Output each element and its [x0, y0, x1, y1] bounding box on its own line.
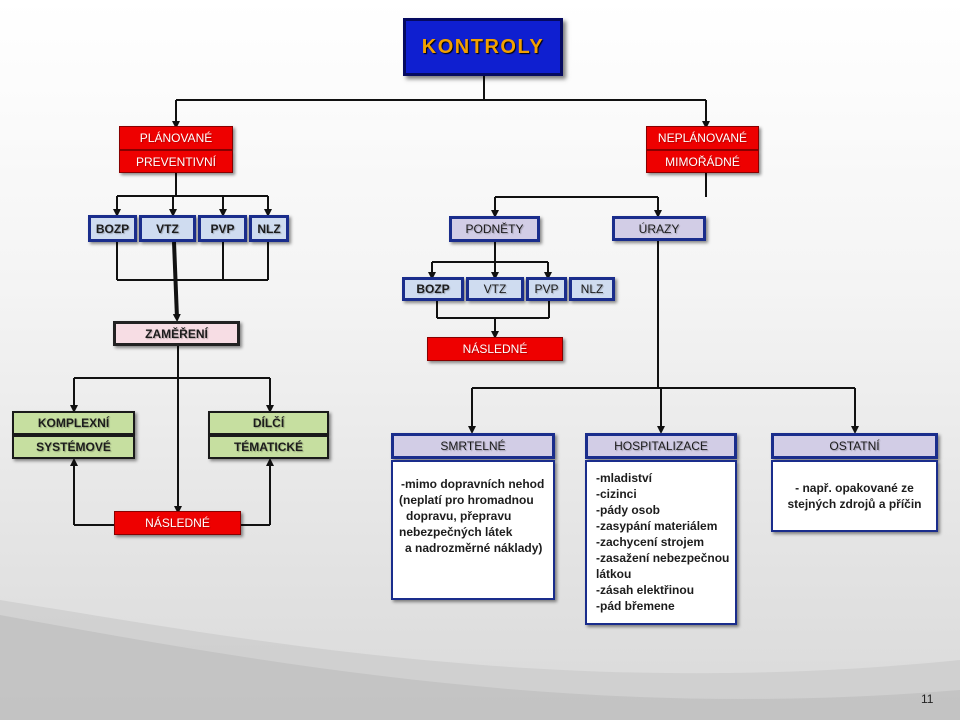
- ostatni-header-label: OSTATNÍ: [829, 439, 880, 453]
- smrtelne-line: a nadrozměrné náklady): [405, 541, 543, 555]
- unplanned-label-1: NEPLÁNOVANÉ: [657, 131, 748, 145]
- tab2-pvp: PVP: [526, 277, 567, 301]
- planned-box-line1: PLÁNOVANÉ: [119, 126, 233, 150]
- dilci-box-line1: DÍLČÍ: [208, 411, 329, 435]
- ostatni-panel: - např. opakované ze stejných zdrojů a p…: [771, 460, 938, 532]
- page-number: 11: [921, 692, 934, 706]
- unplanned-box-line1: NEPLÁNOVANÉ: [646, 126, 759, 150]
- zamereni-box: ZAMĚŘENÍ: [113, 321, 240, 346]
- hospitalizace-line: -zasypání materiálem: [596, 519, 718, 533]
- komplexni-box-line1: KOMPLEXNÍ: [12, 411, 135, 435]
- komplexni-label-1: KOMPLEXNÍ: [37, 416, 110, 430]
- tab-pvp-label: PVP: [210, 221, 235, 236]
- tab-vtz: VTZ: [139, 215, 196, 242]
- zamereni-label: ZAMĚŘENÍ: [145, 326, 208, 341]
- dilci-label-1: DÍLČÍ: [252, 416, 285, 430]
- tab2-vtz-label: VTZ: [483, 282, 507, 296]
- title-text: KONTROLY: [421, 35, 545, 58]
- hospitalizace-line: -pády osob: [596, 503, 661, 517]
- tab-nlz: NLZ: [249, 215, 289, 242]
- nasledne-top-box: NÁSLEDNÉ: [427, 337, 563, 361]
- tab2-vtz: VTZ: [466, 277, 524, 301]
- hospitalizace-line: -zasažení nebezpečnou: [596, 551, 730, 565]
- hospitalizace-header-label: HOSPITALIZACE: [614, 439, 708, 453]
- podnety-label: PODNĚTY: [465, 222, 524, 236]
- dilci-label-2: TÉMATICKÉ: [233, 440, 304, 454]
- nasledne-bottom-label: NÁSLEDNÉ: [145, 516, 210, 530]
- ostatni-line: - např. opakované ze: [795, 481, 914, 495]
- nasledne-top-label: NÁSLEDNÉ: [462, 342, 528, 356]
- hospitalizace-line: -cizinci: [596, 487, 637, 501]
- hospitalizace-line: -zachycení strojem: [596, 535, 705, 549]
- hospitalizace-line: -mladiství: [596, 471, 653, 485]
- tab2-nlz-label: NLZ: [580, 282, 604, 296]
- tab-pvp: PVP: [198, 215, 247, 242]
- planned-box-line2: PREVENTIVNÍ: [119, 150, 233, 173]
- tab2-nlz: NLZ: [569, 277, 615, 301]
- hospitalizace-header: HOSPITALIZACE: [585, 433, 737, 459]
- tab-nlz-label: NLZ: [257, 221, 281, 236]
- urazy-box: ÚRAZY: [612, 216, 706, 241]
- smrtelne-line: -mimo dopravních nehod: [401, 477, 545, 491]
- smrtelne-line: dopravu, přepravu: [406, 509, 512, 523]
- komplexni-label-2: SYSTÉMOVÉ: [36, 440, 111, 454]
- unplanned-label-2: MIMOŘÁDNÉ: [665, 154, 740, 169]
- urazy-label: ÚRAZY: [638, 221, 680, 236]
- hospitalizace-line: -pád břemene: [596, 599, 675, 613]
- smrtelne-line: nebezpečných látek: [399, 525, 513, 539]
- planned-label-2: PREVENTIVNÍ: [135, 154, 216, 169]
- tab2-bozp: BOZP: [402, 277, 464, 301]
- tab2-pvp-label: PVP: [534, 282, 559, 296]
- podnety-box: PODNĚTY: [449, 216, 540, 242]
- komplexni-box-line2: SYSTÉMOVÉ: [12, 435, 135, 459]
- ostatni-header: OSTATNÍ: [771, 433, 938, 459]
- dilci-box-line2: TÉMATICKÉ: [208, 435, 329, 459]
- smrtelne-panel: -mimo dopravních nehod (neplatí pro hrom…: [391, 460, 555, 600]
- tab-vtz-label: VTZ: [156, 221, 179, 236]
- nasledne-bottom-box: NÁSLEDNÉ: [114, 511, 241, 535]
- tab-bozp-label: BOZP: [95, 221, 130, 236]
- title-box: KONTROLY: [403, 18, 563, 76]
- ostatni-line: stejných zdrojů a příčin: [787, 497, 922, 511]
- tab2-bozp-label: BOZP: [416, 282, 450, 296]
- tab-bozp: BOZP: [88, 215, 137, 242]
- planned-label-1: PLÁNOVANÉ: [139, 131, 213, 145]
- hospitalizace-panel: -mladiství -cizinci -pády osob -zasypání…: [585, 460, 737, 625]
- unplanned-box-line2: MIMOŘÁDNÉ: [646, 150, 759, 173]
- smrtelne-header: SMRTELNÉ: [391, 433, 555, 459]
- smrtelne-header-label: SMRTELNÉ: [440, 439, 506, 453]
- smrtelne-line: (neplatí pro hromadnou: [399, 493, 534, 507]
- hospitalizace-line: látkou: [596, 567, 632, 581]
- hospitalizace-line: -zásah elektřinou: [596, 583, 695, 597]
